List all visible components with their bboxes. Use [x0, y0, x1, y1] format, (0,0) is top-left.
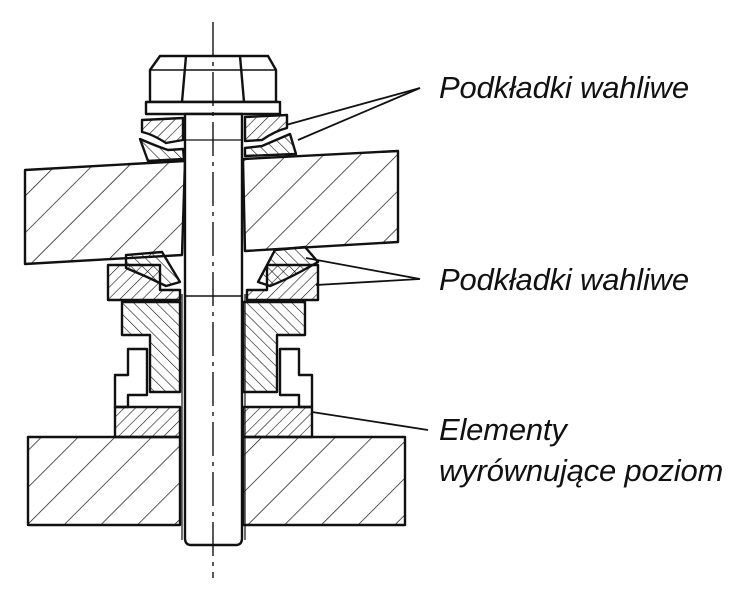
leveling-collar-left — [113, 347, 149, 409]
lower-washer-cup-right — [245, 263, 320, 302]
lower-washer-ball-left — [124, 250, 182, 288]
leveling-base-right — [241, 405, 314, 439]
leader-bottom — [311, 411, 429, 431]
leveling-base-left — [113, 405, 182, 439]
base-plate-right — [241, 435, 407, 527]
sleeve-right — [241, 300, 307, 394]
label-leveling-line1: Elementy — [439, 412, 567, 447]
leader-mid-1 — [305, 257, 421, 280]
upper-plate-right — [241, 149, 400, 253]
leader-top-2 — [297, 87, 421, 141]
upper-plate-left — [23, 159, 187, 266]
leader-top-1 — [285, 87, 421, 126]
bolt-washer-face — [144, 100, 282, 116]
leader-mid-2 — [315, 278, 421, 286]
upper-washer-ball-right — [243, 113, 289, 143]
base-plate-left — [26, 435, 182, 527]
leveling-collar-right — [278, 347, 314, 409]
upper-washer-ball-left — [140, 116, 185, 145]
upper-washer-cup-left — [138, 137, 186, 163]
label-leveling-line2: wyrównujące poziom — [439, 453, 724, 488]
label-washers-top: Podkładki wahliwe — [439, 70, 689, 105]
lower-washer-ball-right — [256, 245, 320, 288]
label-washers-bottom: Podkładki wahliwe — [439, 262, 689, 297]
sleeve-left — [120, 300, 182, 394]
upper-washer-cup-right — [243, 132, 298, 158]
